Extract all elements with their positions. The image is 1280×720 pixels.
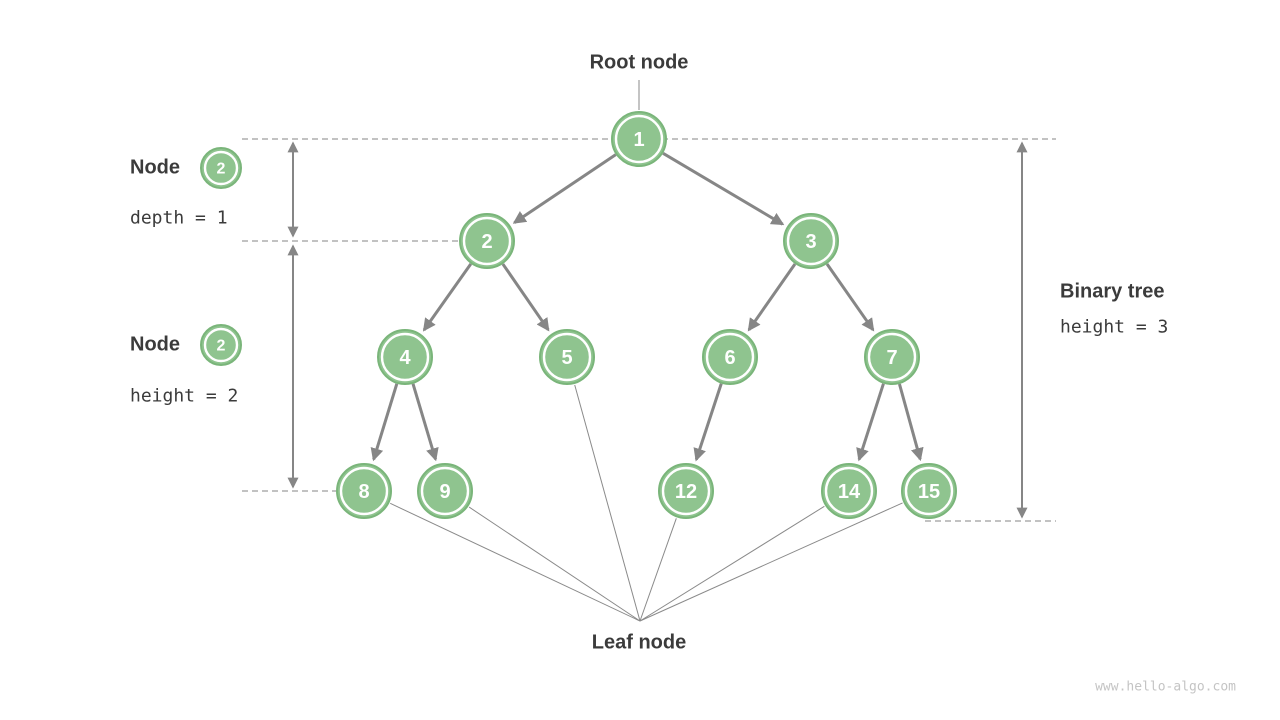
tree-node: 1 [611,111,667,167]
leaf-pointer-line [639,505,825,622]
node-badge: 2 [200,147,242,189]
tree-node: 4 [377,329,433,385]
node-badge: 2 [200,324,242,366]
tree-edge [512,153,617,224]
tree-node: 7 [864,329,920,385]
tree-edge [501,263,550,332]
tree-node: 6 [702,329,758,385]
binary-tree-height-value: height = 3 [1060,316,1169,338]
tree-edge [747,263,797,332]
tree-edge [856,383,885,462]
tree-node: 2 [459,213,515,269]
tree-edge [662,151,785,226]
root-node-label: Root node [589,51,689,74]
tree-node-label: 12 [675,481,697,503]
leaf-pointer-line [574,384,641,622]
tree-node-label: 8 [358,481,369,503]
tree-edge [411,383,439,462]
tree-node: 12 [658,463,714,519]
tree-node-label: 4 [399,347,411,369]
leaf-pointer-line [639,502,903,622]
tree-node-label: 2 [481,231,492,253]
node-depth-label: Node [130,156,180,179]
tree-node-label: 5 [561,347,572,369]
tree-node: 14 [821,463,877,519]
tree-edge [898,383,924,462]
binary-tree-label: Binary tree [1060,280,1165,303]
tree-edge [370,383,399,462]
tree-node-label: 3 [805,231,816,253]
tree-node: 15 [901,463,957,519]
tree-node: 9 [417,463,473,519]
node-badge-label: 2 [217,161,226,178]
tree-edge [422,262,473,332]
node-badge-label: 2 [217,338,226,355]
tree-node-label: 1 [633,129,644,151]
node-height-value: height = 2 [130,385,239,407]
tree-edge [693,383,723,462]
tree-node-label: 9 [439,481,450,503]
tree-node-label: 7 [886,347,897,369]
tree-node-label: 15 [918,481,940,503]
tree-node: 3 [783,213,839,269]
node-height-label: Node [130,333,180,356]
watermark: www.hello-algo.com [1095,679,1236,695]
leaf-pointer-line [639,518,677,622]
tree-node-label: 6 [724,347,735,369]
leaf-pointer-line [468,506,641,622]
tree-node-label: 14 [838,481,861,503]
leaf-pointer-line [390,502,641,622]
leaf-node-label: Leaf node [591,631,687,654]
tree-edge [825,263,875,332]
tree-node: 5 [539,329,595,385]
tree-node: 8 [336,463,392,519]
node-depth-value: depth = 1 [130,207,228,229]
